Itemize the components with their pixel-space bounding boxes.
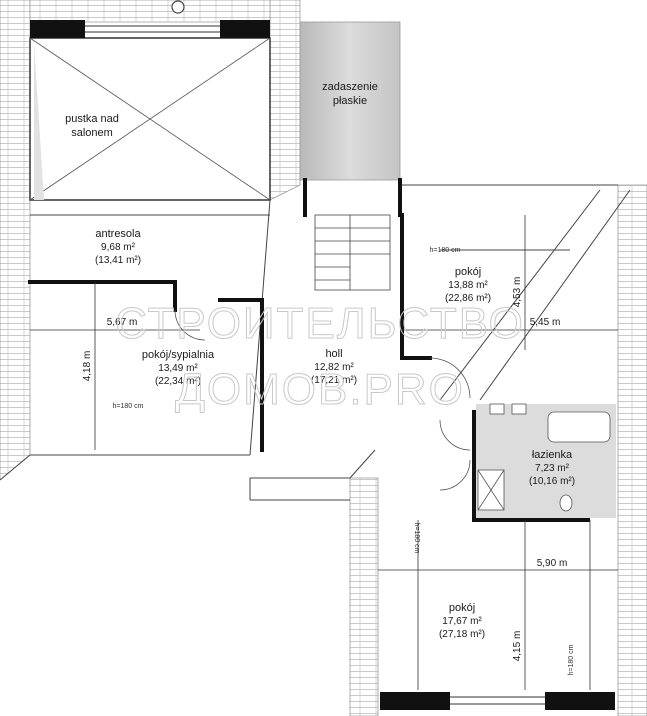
height-pokoj-s-left: h=180 cm — [413, 523, 420, 554]
dimension-lines — [30, 215, 618, 690]
sypialnia-area-total: (22,34 m²) — [155, 376, 201, 387]
holl-area: 12,82 m² — [314, 362, 354, 373]
zadaszenie-name-2: płaskie — [333, 95, 367, 107]
bottom-windows — [380, 692, 615, 710]
watermark-line-1: СТРОИТЕЛЬСТВО — [115, 299, 525, 348]
height-pokoj-ne: h=180 cm — [430, 247, 461, 254]
room-pustka: pustka nad salonem — [65, 113, 119, 139]
dim-sypialnia-width: 5,67 m — [107, 317, 138, 328]
zadaszenie-name-1: zadaszenie — [322, 81, 378, 93]
dim-pokoj-ne-width: 5,45 m — [530, 317, 561, 328]
door-swings — [174, 309, 471, 491]
sypialnia-name: pokój/sypialnia — [142, 349, 215, 361]
pokoj-ne-name: pokój — [455, 266, 481, 278]
bathroom-area — [476, 403, 616, 518]
pokoj-s-area-total: (27,18 m²) — [439, 629, 485, 640]
height-sypialnia: h=180 cm — [113, 403, 144, 410]
pokoj-s-area: 17,67 m² — [442, 616, 482, 627]
lazienka-area-total: (10,16 m²) — [529, 476, 575, 487]
sypialnia-area: 13,49 m² — [158, 363, 198, 374]
dim-sypialnia-depth: 4,18 m — [82, 351, 93, 382]
watermark-line-2: ДОМОВ.PRO — [175, 365, 465, 414]
dim-pokoj-s-width: 5,90 m — [537, 558, 568, 569]
antresola-area-total: (13,41 m²) — [95, 255, 141, 266]
pustka-name-1: pustka nad — [65, 113, 119, 125]
antresola-name: antresola — [95, 228, 141, 240]
holl-name: holl — [325, 348, 342, 360]
dim-pokoj-ne-depth: 4,53 m — [512, 277, 523, 308]
room-zadaszenie: zadaszenie płaskie — [322, 81, 378, 107]
dim-pokoj-s-depth: 4,15 m — [512, 631, 523, 662]
pokoj-ne-area-total: (22,86 m²) — [445, 293, 491, 304]
walls — [28, 178, 590, 522]
holl-area-total: (17,21 m²) — [311, 375, 357, 386]
room-holl: holl 12,82 m² (17,21 m²) — [311, 348, 357, 386]
lazienka-area: 7,23 m² — [535, 463, 570, 474]
room-pokoj-ne: pokój 13,88 m² (22,86 m²) — [445, 266, 491, 304]
room-pokoj-s: pokój 17,67 m² (27,18 m²) — [439, 602, 485, 640]
lazienka-name: łazienka — [532, 449, 573, 461]
pustka-name-2: salonem — [71, 127, 113, 139]
staircase — [314, 214, 391, 291]
top-windows — [30, 0, 270, 38]
room-lazienka: łazienka 7,23 m² (10,16 m²) — [529, 449, 575, 487]
roof-slope-lines — [0, 184, 631, 501]
pokoj-ne-area: 13,88 m² — [448, 280, 488, 291]
height-pokoj-s-right: h=180 cm — [568, 644, 575, 675]
flat-roof-area — [299, 21, 401, 181]
room-antresola: antresola 9,68 m² (13,41 m²) — [95, 228, 142, 266]
antresola-area: 9,68 m² — [101, 242, 136, 253]
void-area — [29, 37, 271, 201]
pokoj-s-name: pokój — [449, 602, 475, 614]
room-sypialnia: pokój/sypialnia 13,49 m² (22,34 m²) — [142, 349, 215, 387]
